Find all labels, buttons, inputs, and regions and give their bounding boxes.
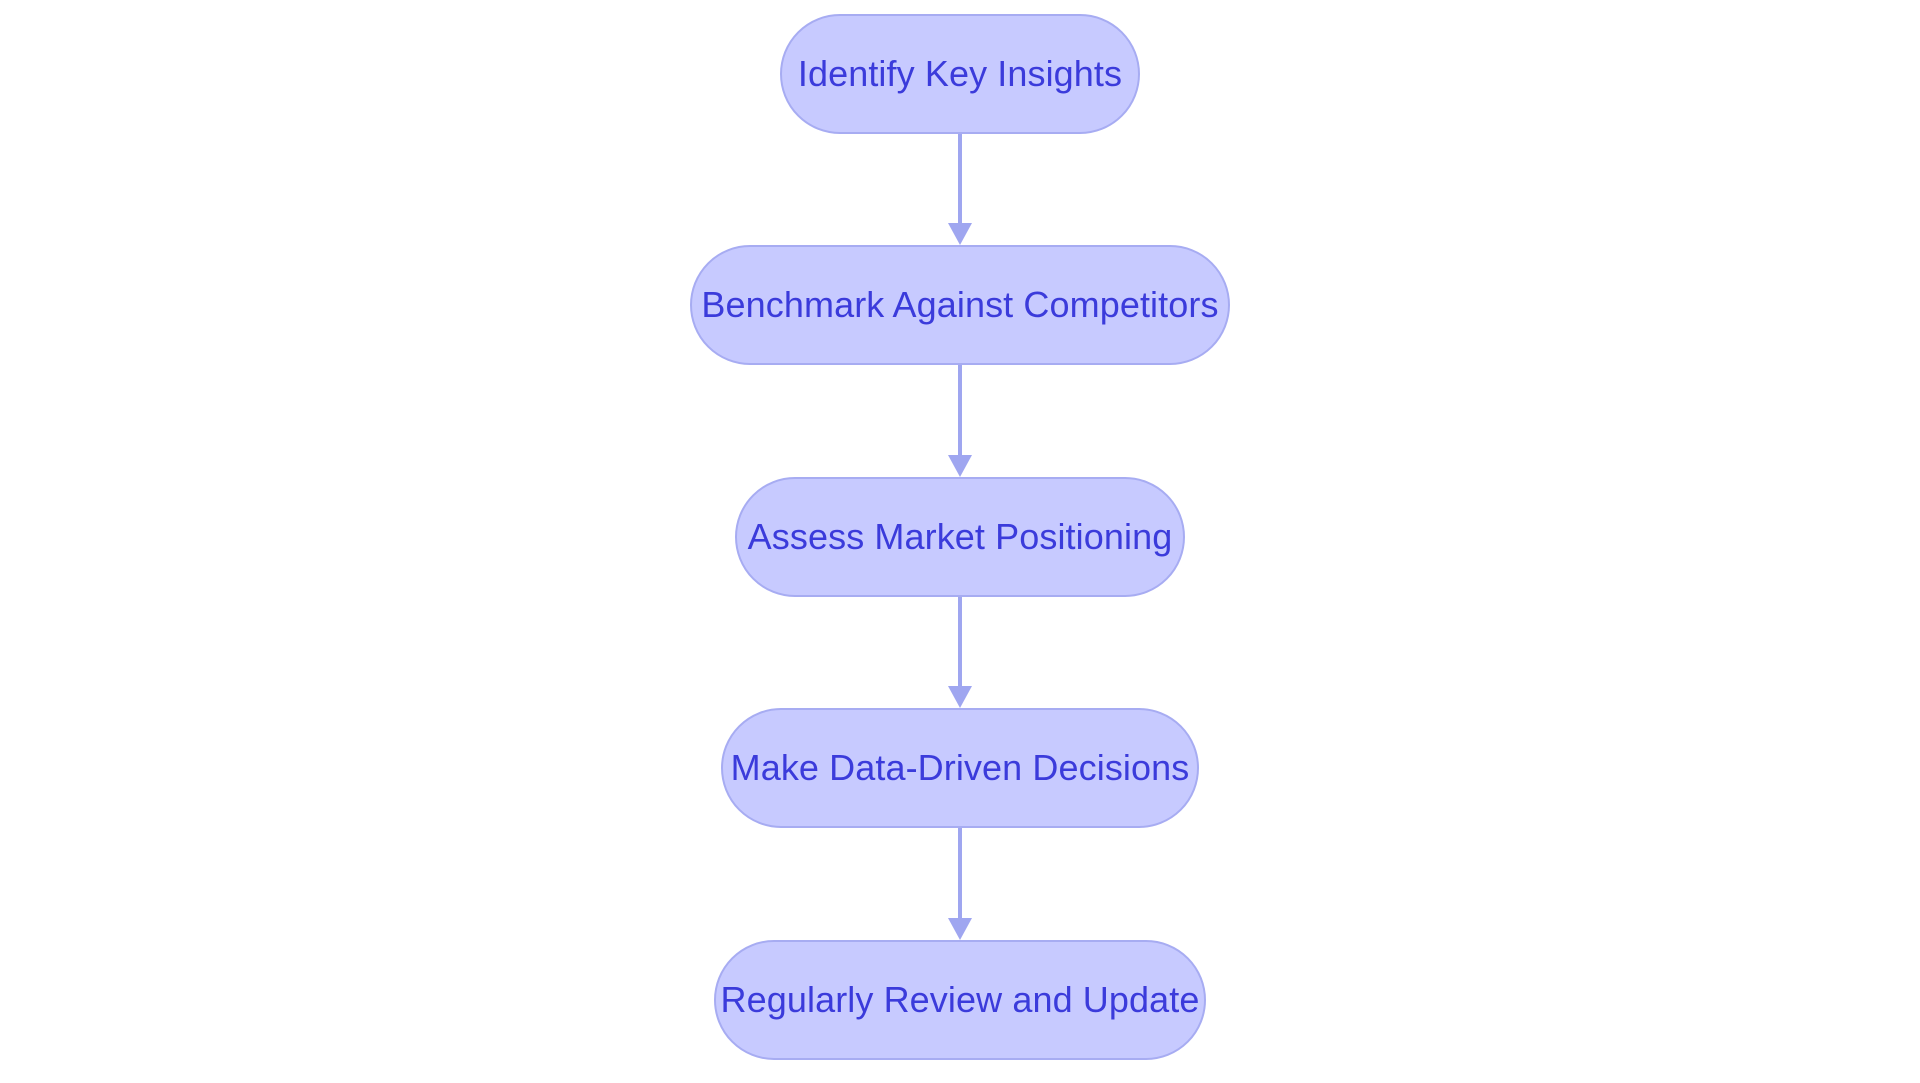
connector-assess-to-decisions <box>948 597 972 708</box>
connector-identify-to-benchmark <box>948 134 972 245</box>
flow-node-regularly-review-and-update[interactable]: Regularly Review and Update <box>714 940 1206 1060</box>
flow-node-label: Assess Market Positioning <box>747 516 1173 557</box>
flow-node-label: Benchmark Against Competitors <box>701 284 1219 325</box>
flow-node-label: Regularly Review and Update <box>720 979 1200 1020</box>
flow-node-label: Identify Key Insights <box>797 53 1123 94</box>
connector-benchmark-to-assess <box>948 365 972 477</box>
connector-decisions-to-review <box>948 828 972 940</box>
flow-node-benchmark-against-competitors[interactable]: Benchmark Against Competitors <box>690 245 1230 365</box>
flow-node-make-data-driven-decisions[interactable]: Make Data-Driven Decisions <box>721 708 1199 828</box>
flow-node-identify-key-insights[interactable]: Identify Key Insights <box>780 14 1140 134</box>
flow-node-assess-market-positioning[interactable]: Assess Market Positioning <box>735 477 1185 597</box>
flow-node-label: Make Data-Driven Decisions <box>730 747 1190 788</box>
